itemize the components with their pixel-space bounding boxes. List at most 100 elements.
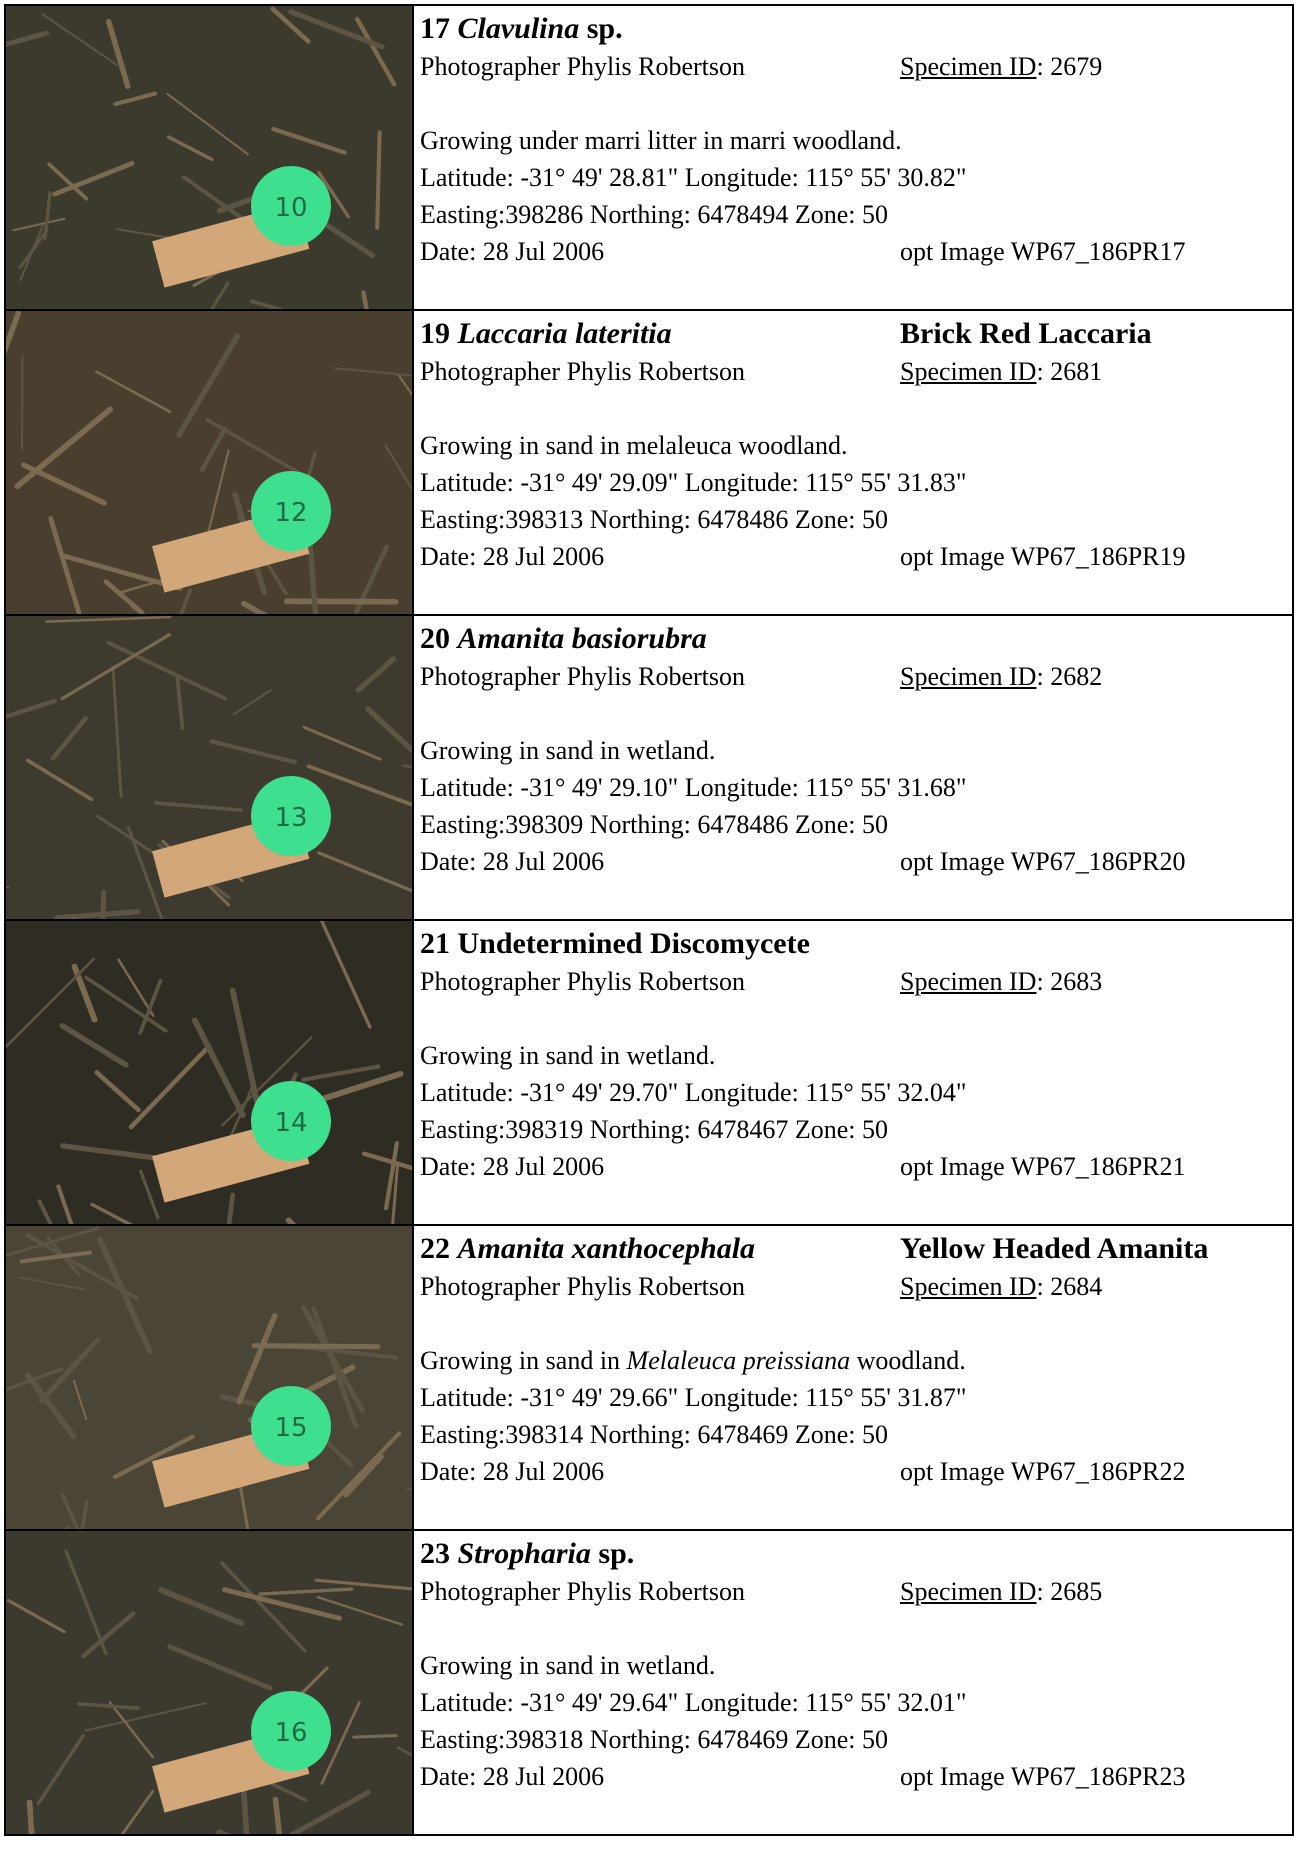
habitat: Growing in sand in wetland.	[420, 1041, 716, 1070]
specimen-info: 21 Undetermined Discomycete Photographer…	[412, 919, 1294, 1226]
photographer: Photographer Phylis Robertson	[420, 662, 745, 691]
photographer: Photographer Phylis Robertson	[420, 357, 745, 386]
specimen-photo-cell: 13	[4, 614, 414, 921]
specimen-id: Specimen ID: 2684	[900, 1272, 1103, 1301]
habitat: Growing in sand in wetland.	[420, 736, 716, 765]
marker-label: 10	[274, 193, 307, 223]
common-name: Brick Red Laccaria	[900, 317, 1152, 350]
specimen-id-label: Specimen ID	[900, 52, 1037, 81]
date: Date: 28 Jul 2006	[420, 1762, 605, 1791]
specimen-number: 19	[420, 317, 450, 350]
habitat: Growing in sand in melaleuca woodland.	[420, 431, 848, 460]
specimen-photo-cell: 10	[4, 4, 414, 311]
specimen-id-value: 2683	[1050, 967, 1103, 996]
lat-long: Latitude: -31° 49' 29.70" Longitude: 115…	[420, 1078, 967, 1107]
specimen-number: 21	[420, 927, 450, 960]
specimen-name: Amanita xanthocephala	[457, 1232, 756, 1265]
date: Date: 28 Jul 2006	[420, 1152, 605, 1181]
specimen-title: 21 Undetermined Discomycete	[420, 925, 900, 963]
date: Date: 28 Jul 2006	[420, 1457, 605, 1486]
date: Date: 28 Jul 2006	[420, 237, 605, 266]
specimen-title: 17 Clavulina sp.	[420, 10, 900, 48]
lat-long: Latitude: -31° 49' 29.09" Longitude: 115…	[420, 468, 967, 497]
specimen-photo[interactable]: 14	[6, 921, 412, 1224]
image-ref: opt Image WP67_186PR20	[900, 847, 1186, 876]
lat-long: Latitude: -31° 49' 29.10" Longitude: 115…	[420, 773, 967, 802]
marker-label: 14	[274, 1108, 307, 1138]
specimen-name-suffix: sp.	[586, 12, 623, 45]
specimen-info: 23 Stropharia sp. Photographer Phylis Ro…	[412, 1529, 1294, 1836]
specimen-id-label: Specimen ID	[900, 1272, 1037, 1301]
specimen-id-label: Specimen ID	[900, 662, 1037, 691]
specimen-id-value: 2684	[1050, 1272, 1103, 1301]
specimen-id: Specimen ID: 2679	[900, 52, 1103, 81]
specimen-photo[interactable]: 13	[6, 616, 412, 919]
specimen-name: Clavulina	[457, 12, 580, 45]
specimen-title: 23 Stropharia sp.	[420, 1535, 900, 1573]
lat-long: Latitude: -31° 49' 29.64" Longitude: 115…	[420, 1688, 967, 1717]
grid-reference: Easting:398314 Northing: 6478469 Zone: 5…	[420, 1420, 888, 1449]
specimen-id: Specimen ID: 2683	[900, 967, 1103, 996]
habitat: Growing under marri litter in marri wood…	[420, 126, 902, 155]
specimen-photo[interactable]: 10	[6, 6, 412, 309]
date: Date: 28 Jul 2006	[420, 847, 605, 876]
specimen-photo[interactable]: 15	[6, 1226, 412, 1529]
table-row: 13 20 Amanita basiorubra Photographer Ph…	[4, 614, 1294, 921]
marker-label: 12	[274, 498, 307, 528]
habitat: Growing in sand in wetland.	[420, 1651, 716, 1680]
specimen-number: 17	[420, 12, 450, 45]
table-row: 14 21 Undetermined Discomycete Photograp…	[4, 919, 1294, 1226]
specimen-id-label: Specimen ID	[900, 967, 1037, 996]
specimen-id: Specimen ID: 2685	[900, 1577, 1103, 1606]
table-row: 10 17 Clavulina sp. Photographer Phylis …	[4, 4, 1294, 311]
specimen-table: 10 17 Clavulina sp. Photographer Phylis …	[4, 4, 1294, 1836]
grid-reference: Easting:398286 Northing: 6478494 Zone: 5…	[420, 200, 888, 229]
photographer: Photographer Phylis Robertson	[420, 967, 745, 996]
specimen-name: Amanita basiorubra	[457, 622, 707, 655]
date: Date: 28 Jul 2006	[420, 542, 605, 571]
specimen-id-value: 2681	[1050, 357, 1103, 386]
specimen-name-suffix: Undetermined Discomycete	[457, 927, 810, 960]
image-ref: opt Image WP67_186PR17	[900, 237, 1186, 266]
habitat: Growing in sand in Melaleuca preissiana …	[420, 1346, 966, 1375]
lat-long: Latitude: -31° 49' 28.81" Longitude: 115…	[420, 163, 967, 192]
specimen-title: 19 Laccaria lateritia	[420, 315, 900, 353]
lat-long: Latitude: -31° 49' 29.66" Longitude: 115…	[420, 1383, 967, 1412]
specimen-photo-cell: 15	[4, 1224, 414, 1531]
specimen-id: Specimen ID: 2682	[900, 662, 1103, 691]
specimen-title: 22 Amanita xanthocephala	[420, 1230, 900, 1268]
photographer: Photographer Phylis Robertson	[420, 52, 745, 81]
specimen-name: Stropharia	[457, 1537, 591, 1570]
specimen-photo[interactable]: 12	[6, 311, 412, 614]
specimen-info: 19 Laccaria lateritia Brick Red Laccaria…	[412, 309, 1294, 616]
specimen-photo[interactable]: 16	[6, 1531, 412, 1834]
grid-reference: Easting:398309 Northing: 6478486 Zone: 5…	[420, 810, 888, 839]
specimen-id-value: 2682	[1050, 662, 1103, 691]
table-row: 16 23 Stropharia sp. Photographer Phylis…	[4, 1529, 1294, 1836]
specimen-title: 20 Amanita basiorubra	[420, 620, 900, 658]
specimen-info: 22 Amanita xanthocephala Yellow Headed A…	[412, 1224, 1294, 1531]
specimen-id-label: Specimen ID	[900, 1577, 1037, 1606]
marker-label: 13	[274, 803, 307, 833]
specimen-id-value: 2679	[1050, 52, 1103, 81]
specimen-number: 23	[420, 1537, 450, 1570]
specimen-id-value: 2685	[1050, 1577, 1103, 1606]
specimen-number: 22	[420, 1232, 450, 1265]
specimen-name: Laccaria lateritia	[457, 317, 672, 350]
specimen-id-label: Specimen ID	[900, 357, 1037, 386]
grid-reference: Easting:398319 Northing: 6478467 Zone: 5…	[420, 1115, 888, 1144]
image-ref: opt Image WP67_186PR21	[900, 1152, 1186, 1181]
image-ref: opt Image WP67_186PR22	[900, 1457, 1186, 1486]
marker-label: 16	[274, 1718, 307, 1748]
marker-label: 15	[274, 1413, 307, 1443]
specimen-info: 20 Amanita basiorubra Photographer Phyli…	[412, 614, 1294, 921]
grid-reference: Easting:398318 Northing: 6478469 Zone: 5…	[420, 1725, 888, 1754]
grid-reference: Easting:398313 Northing: 6478486 Zone: 5…	[420, 505, 888, 534]
table-row: 15 22 Amanita xanthocephala Yellow Heade…	[4, 1224, 1294, 1531]
image-ref: opt Image WP67_186PR23	[900, 1762, 1186, 1791]
specimen-id: Specimen ID: 2681	[900, 357, 1103, 386]
specimen-photo-cell: 14	[4, 919, 414, 1226]
specimen-info: 17 Clavulina sp. Photographer Phylis Rob…	[412, 4, 1294, 311]
specimen-photo-cell: 12	[4, 309, 414, 616]
common-name: Yellow Headed Amanita	[900, 1232, 1209, 1265]
